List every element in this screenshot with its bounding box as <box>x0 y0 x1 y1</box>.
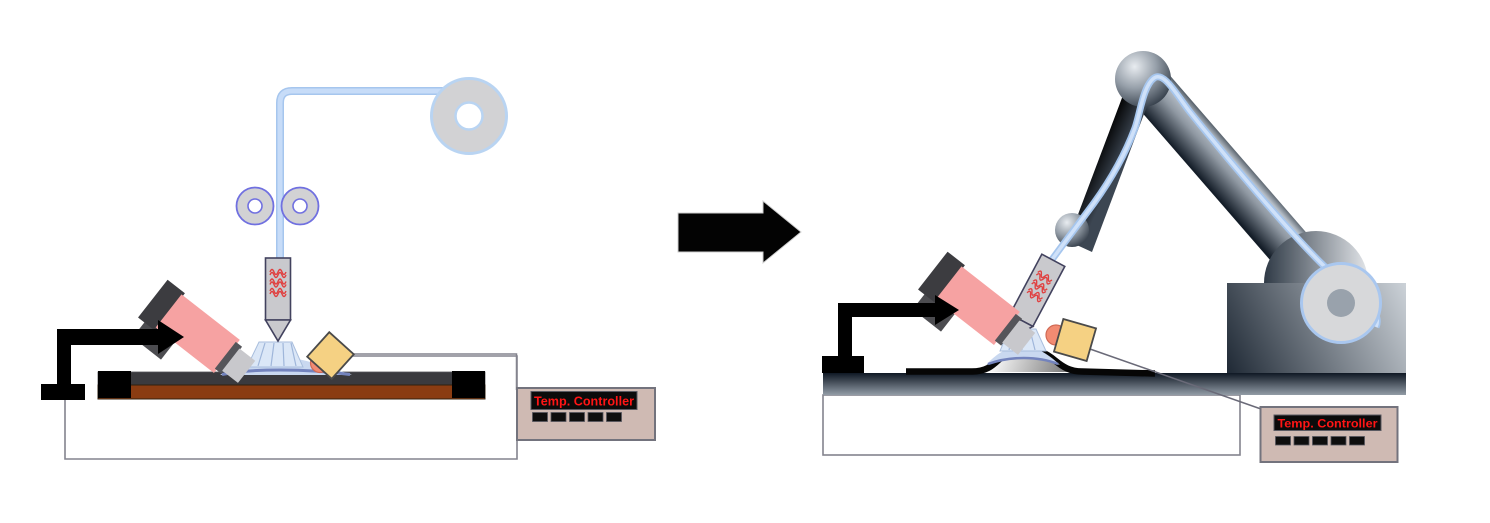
stand-arrow-icon <box>935 295 959 325</box>
camera-lens <box>222 348 256 383</box>
extruder-barrel <box>264 257 292 321</box>
controller-button[interactable] <box>1312 436 1328 446</box>
bed-clamp-right <box>452 371 485 398</box>
nozzle <box>264 319 292 343</box>
feed-roller-left-hub <box>247 198 263 214</box>
controller-buttons[interactable] <box>532 412 622 422</box>
left-filament-tube <box>277 88 455 259</box>
stand-post <box>838 303 852 360</box>
sensor-head <box>305 330 356 381</box>
right-camera-stand <box>822 295 959 373</box>
camera-lens-ring <box>994 313 1023 346</box>
camera-lens <box>1002 320 1036 355</box>
robot-upper-arm <box>1126 64 1337 298</box>
left-filament-tube-outline <box>276 87 455 259</box>
camera-lens-ring <box>214 341 243 374</box>
left-temp-controller: Temp. Controller <box>516 387 656 441</box>
right-sensor-wire <box>1089 348 1262 410</box>
substrate-mound <box>972 349 1082 372</box>
right-thermocouple-sensor <box>1045 317 1098 363</box>
deposit-ridges <box>257 342 297 367</box>
controller-button[interactable] <box>569 412 585 422</box>
controller-button[interactable] <box>532 412 548 422</box>
controller-display-text: Temp. Controller <box>534 394 634 409</box>
controller-display <box>530 391 638 410</box>
controller-button[interactable] <box>1293 436 1310 446</box>
controller-button[interactable] <box>550 412 567 422</box>
stand-post <box>57 329 71 391</box>
left-camera-stand <box>41 320 184 400</box>
controller-button[interactable] <box>1330 436 1347 446</box>
left-filament-spool <box>430 77 508 155</box>
camera-body <box>935 266 1020 346</box>
left-feed-rollers <box>235 186 320 226</box>
left-extruder <box>264 257 292 343</box>
controller-display <box>1273 414 1382 431</box>
stand-arm <box>838 303 938 317</box>
spool-hole <box>454 101 484 131</box>
spool-hub <box>1327 289 1355 317</box>
right-setup: Temp. Controller <box>822 51 1406 463</box>
sensor-head <box>1052 317 1098 363</box>
left-sensor-wire <box>344 353 518 390</box>
camera-back-cap <box>918 251 965 304</box>
camera-back-cap <box>138 279 185 332</box>
stand-arrow-icon <box>158 320 184 354</box>
bed-clamp-left <box>98 371 131 398</box>
controller-button[interactable] <box>587 412 604 422</box>
feed-roller-right-hub <box>292 198 308 214</box>
controller-button[interactable] <box>606 412 622 422</box>
stand-foot <box>822 356 864 373</box>
left-thermocouple-sensor <box>305 330 356 381</box>
deposit-body <box>246 341 304 368</box>
left-setup: Temp. Controller <box>41 77 656 460</box>
extruder-barrel <box>1008 253 1066 328</box>
controller-display-text: Temp. Controller <box>1278 417 1378 431</box>
left-heated-bed <box>97 371 486 400</box>
transformation-arrow-icon <box>677 199 802 265</box>
right-bed <box>823 373 1406 395</box>
right-machine-frame <box>822 394 1241 456</box>
controller-buttons[interactable] <box>1275 436 1365 446</box>
controller-button[interactable] <box>1349 436 1365 446</box>
stand-arm <box>57 329 161 345</box>
robot-elbow-joint <box>1115 51 1171 107</box>
bed-heater-layer <box>97 384 486 400</box>
stand-foot <box>41 384 85 400</box>
deposit-skirt-edge <box>987 356 1059 366</box>
right-filament-spool <box>1300 262 1382 344</box>
camera-body <box>155 294 240 374</box>
right-temp-controller: Temp. Controller <box>1259 406 1399 463</box>
controller-button[interactable] <box>1275 436 1291 446</box>
